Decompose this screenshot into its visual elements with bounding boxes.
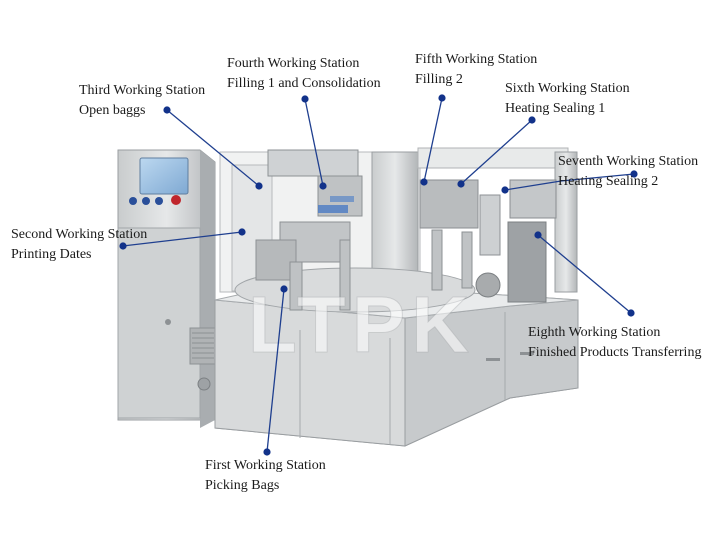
control-button <box>142 197 150 205</box>
station-label-first: First Working Station Picking Bags <box>205 456 326 496</box>
emergency-stop-button <box>171 195 181 205</box>
control-button <box>129 197 137 205</box>
control-cabinet <box>118 150 216 428</box>
watermark-text: LTPK <box>248 280 475 369</box>
station-title: Fourth Working Station <box>227 54 381 74</box>
station-title: Third Working Station <box>79 81 205 101</box>
station-title: Seventh Working Station <box>558 152 698 172</box>
station-title: Fifth Working Station <box>415 50 537 70</box>
station-subtitle: Picking Bags <box>205 476 326 496</box>
cabinet-lock-icon <box>165 319 171 325</box>
leader-line-fifth <box>424 98 442 182</box>
station-subtitle: Open baggs <box>79 101 205 121</box>
station-subtitle: Heating Sealing 1 <box>505 99 630 119</box>
station-title: Sixth Working Station <box>505 79 630 99</box>
target-dot-sixth <box>457 180 464 187</box>
station-label-eighth: Eighth Working Station Finished Products… <box>528 323 701 363</box>
control-button <box>155 197 163 205</box>
station-label-third: Third Working Station Open baggs <box>79 81 205 121</box>
station-label-fourth: Fourth Working Station Filling 1 and Con… <box>227 54 381 94</box>
station-subtitle: Heating Sealing 2 <box>558 172 698 192</box>
label-dot-fifth <box>438 94 445 101</box>
station-label-seventh: Seventh Working Station Heating Sealing … <box>558 152 698 192</box>
touch-screen <box>140 158 188 194</box>
station-label-second: Second Working Station Printing Dates <box>11 225 147 265</box>
station-title: First Working Station <box>205 456 326 476</box>
station-subtitle: Filling 1 and Consolidation <box>227 74 381 94</box>
target-dot-seventh <box>501 186 508 193</box>
target-dot-second <box>238 228 245 235</box>
target-dot-eighth <box>534 231 541 238</box>
label-dot-first <box>263 448 270 455</box>
station-title: Second Working Station <box>11 225 147 245</box>
station-title: Eighth Working Station <box>528 323 701 343</box>
station-label-sixth: Sixth Working Station Heating Sealing 1 <box>505 79 630 119</box>
station-subtitle: Printing Dates <box>11 245 147 265</box>
target-dot-first <box>280 285 287 292</box>
label-dot-eighth <box>627 309 634 316</box>
station-subtitle: Finished Products Transferring <box>528 343 701 363</box>
target-dot-fifth <box>420 178 427 185</box>
target-dot-fourth <box>319 182 326 189</box>
target-dot-third <box>255 182 262 189</box>
label-dot-fourth <box>301 95 308 102</box>
